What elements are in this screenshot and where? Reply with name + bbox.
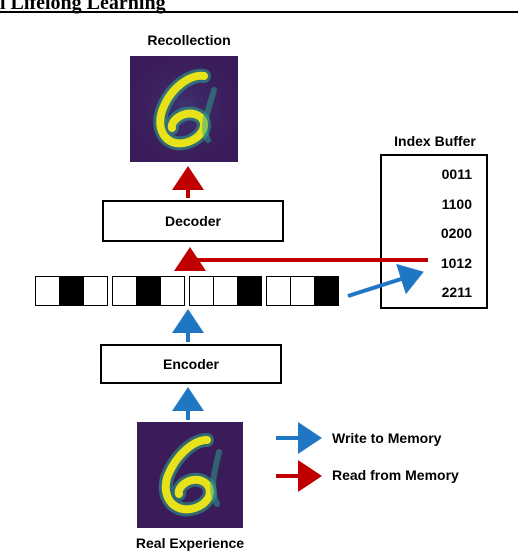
recollection-label: Recollection — [147, 32, 231, 48]
buffer-entry: 0200 — [440, 225, 472, 241]
digit-six-glyph — [158, 433, 222, 517]
encoder-label: Encoder — [162, 356, 219, 372]
memory-cell — [314, 276, 339, 306]
buffer-entry: 0011 — [441, 166, 472, 182]
encoder-block: Encoder — [100, 344, 282, 384]
buffer-entry: 1012 — [440, 255, 472, 271]
legend-read-label: Read from Memory — [332, 467, 459, 483]
buffer-entry: 2211 — [441, 284, 472, 300]
memory-strip — [35, 276, 344, 306]
real-experience-digit-image — [137, 422, 243, 528]
buffer-entry: 1100 — [441, 196, 472, 212]
real-experience-label: Real Experience — [135, 535, 245, 551]
digit-six-glyph — [130, 56, 238, 162]
decoder-block: Decoder — [102, 200, 284, 242]
memory-cell — [160, 276, 185, 306]
decoder-label: Decoder — [164, 213, 222, 229]
memory-cell — [266, 276, 291, 306]
read-arrow-buffer-to-decoder — [174, 247, 428, 271]
memory-cell — [237, 276, 262, 306]
index-buffer-title: Index Buffer — [394, 133, 476, 149]
memory-cell — [189, 276, 214, 306]
recollection-digit-image — [130, 56, 238, 162]
header-divider — [0, 11, 518, 13]
legend-write-label: Write to Memory — [332, 430, 442, 446]
write-arrow-memory-to-buffer — [347, 263, 424, 298]
page-title: l Lifelong Learning — [0, 0, 166, 14]
memory-cell — [83, 276, 108, 306]
